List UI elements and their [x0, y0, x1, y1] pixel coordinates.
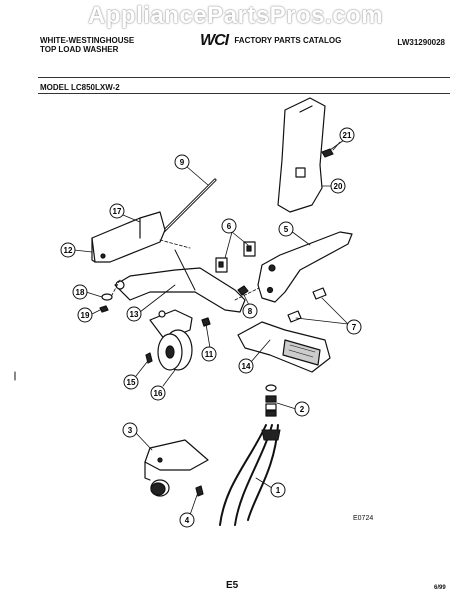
callout-15: 15 [123, 374, 139, 390]
callout-3: 3 [122, 422, 138, 438]
svg-text:17: 17 [113, 207, 122, 216]
callout-12: 12 [60, 242, 76, 258]
catalog-title: FACTORY PARTS CATALOG [234, 36, 342, 45]
callout-7: 7 [346, 319, 362, 335]
callout-4: 4 [179, 512, 195, 528]
svg-text:1: 1 [276, 486, 281, 495]
part-5-actuator-arm [257, 231, 353, 303]
callout-5: 5 [278, 221, 294, 237]
callout-8: 8 [242, 303, 258, 319]
svg-text:21: 21 [343, 131, 352, 140]
part-20-bracket-plate [277, 97, 326, 213]
svg-text:2: 2 [300, 405, 305, 414]
callout-21: 21 [339, 127, 355, 143]
callout-19: 19 [77, 307, 93, 323]
wci-logo: WCI [200, 32, 229, 50]
part-9-rod [161, 178, 217, 234]
svg-text:18: 18 [76, 288, 85, 297]
catalog-title-block: WCI FACTORY PARTS CATALOG [200, 33, 342, 49]
svg-text:7: 7 [352, 323, 357, 332]
svg-text:11: 11 [205, 350, 214, 359]
catalog-date: 6/99 [434, 585, 446, 591]
leader-lines [73, 139, 349, 516]
callout-6: 6 [221, 218, 237, 234]
svg-text:15: 15 [127, 378, 136, 387]
part-4-screw [195, 485, 204, 497]
part-1-hoses [219, 424, 281, 526]
svg-text:6: 6 [227, 222, 232, 231]
part-7-bushings [287, 287, 327, 323]
part-3-bracket [144, 439, 209, 497]
brand-name: WHITE-WESTINGHOUSE [40, 36, 135, 45]
part-16-caster [149, 309, 193, 371]
callout-14: 14 [238, 358, 254, 374]
brand-block: WHITE-WESTINGHOUSE TOP LOAD WASHER [40, 36, 134, 54]
callout-20: 20 [330, 178, 346, 194]
model-divider [38, 93, 450, 94]
part-19-screw [99, 305, 109, 313]
part-15-screw [145, 352, 153, 364]
drawing-code: E0724 [353, 515, 374, 522]
svg-text:14: 14 [242, 362, 251, 371]
part-2-fitting [265, 384, 277, 417]
svg-text:12: 12 [64, 246, 73, 255]
svg-text:19: 19 [81, 311, 90, 320]
header-divider [38, 77, 450, 78]
catalog-part-number: LW31290028 [397, 38, 445, 47]
part-14-pedal [237, 321, 331, 373]
callout-17: 17 [109, 203, 125, 219]
svg-text:5: 5 [284, 225, 289, 234]
callout-18: 18 [72, 284, 88, 300]
svg-text:20: 20 [334, 182, 343, 191]
callout-2: 2 [294, 401, 310, 417]
callout-1: 1 [270, 482, 286, 498]
svg-text:3: 3 [128, 426, 133, 435]
svg-text:16: 16 [154, 389, 163, 398]
svg-text:9: 9 [180, 158, 185, 167]
part-8-pin [237, 285, 249, 296]
part-12-bracket [91, 211, 166, 263]
callout-16: 16 [150, 385, 166, 401]
part-6-clips [215, 241, 256, 273]
svg-text:4: 4 [185, 516, 190, 525]
part-11-screw [201, 317, 211, 327]
part-21-screw [321, 141, 341, 158]
callout-9: 9 [174, 154, 190, 170]
watermark: AppliancePartsPros.com [87, 2, 384, 29]
appliance-type: TOP LOAD WASHER [40, 45, 119, 54]
svg-text:13: 13 [130, 310, 139, 319]
svg-text:8: 8 [248, 307, 253, 316]
callout-11: 11 [201, 346, 217, 362]
page-code: E5 [226, 580, 239, 591]
callout-13: 13 [126, 306, 142, 322]
model-number: MODEL LC850LXW-2 [40, 83, 120, 92]
part-13-lever-arm [114, 249, 246, 313]
